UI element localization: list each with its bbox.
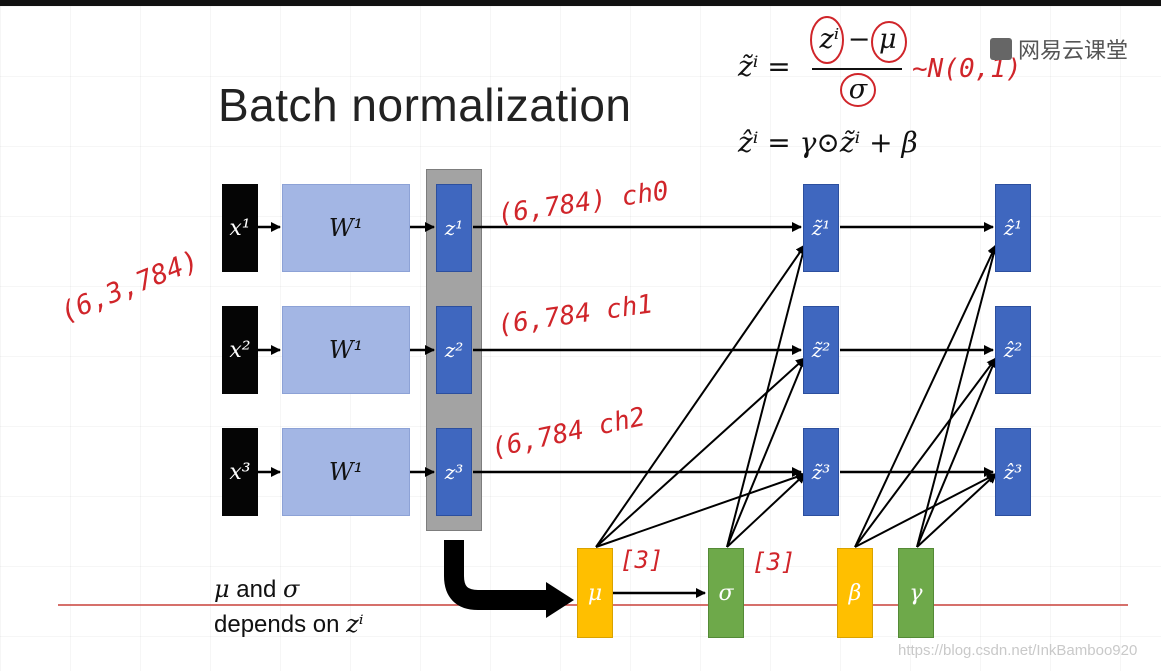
brand-logo: 网易云课堂 — [990, 33, 1128, 65]
caption: μ and σ depends on zⁱ — [214, 572, 364, 642]
z-node-3: z³ — [436, 428, 472, 516]
z-hat-node-3: ẑ³ — [995, 428, 1031, 516]
mu-node: μ — [577, 548, 613, 638]
play-icon — [990, 38, 1012, 60]
watermark: https://blog.csdn.net/InkBamboo920 — [898, 642, 1138, 659]
caption-mu: μ — [214, 575, 230, 603]
z-hat-node-1: ẑ¹ — [995, 184, 1031, 272]
input-node-x1: x¹ — [222, 184, 258, 272]
formula-numerator: zⁱ − μ — [819, 24, 897, 55]
input-node-x2: x² — [222, 306, 258, 394]
sigma-node: σ — [708, 548, 744, 638]
top-bar — [0, 0, 1161, 6]
caption-sigma: σ — [283, 575, 300, 603]
slide-title: Batch normalization — [218, 79, 632, 131]
annotation-sigma-size: [3] — [752, 548, 796, 576]
input-node-x3: x³ — [222, 428, 258, 516]
gamma-node: γ — [898, 548, 934, 638]
weight-node-2: W¹ — [282, 306, 410, 394]
formula-denominator: σ — [848, 74, 868, 105]
z-node-1: z¹ — [436, 184, 472, 272]
z-tilde-node-1: z̃¹ — [803, 184, 839, 272]
annotation-mu-size: [3] — [620, 546, 664, 574]
z-hat-node-2: ẑ² — [995, 306, 1031, 394]
weight-node-3: W¹ — [282, 428, 410, 516]
big-arrow — [444, 540, 548, 610]
z-node-2: z² — [436, 306, 472, 394]
z-tilde-node-2: z̃² — [803, 306, 839, 394]
formula-lhs: z̃ⁱ = — [738, 50, 791, 83]
caption-and: and — [229, 576, 283, 603]
brand-text: 网易云课堂 — [1018, 38, 1129, 63]
beta-node: β — [837, 548, 873, 638]
caption-z: zⁱ — [346, 610, 364, 638]
z-tilde-node-3: z̃³ — [803, 428, 839, 516]
weight-node-1: W¹ — [282, 184, 410, 272]
caption-depends: depends on — [214, 611, 347, 638]
formula-scale-shift: ẑⁱ = γ⊙z̃ⁱ + β — [738, 126, 918, 159]
